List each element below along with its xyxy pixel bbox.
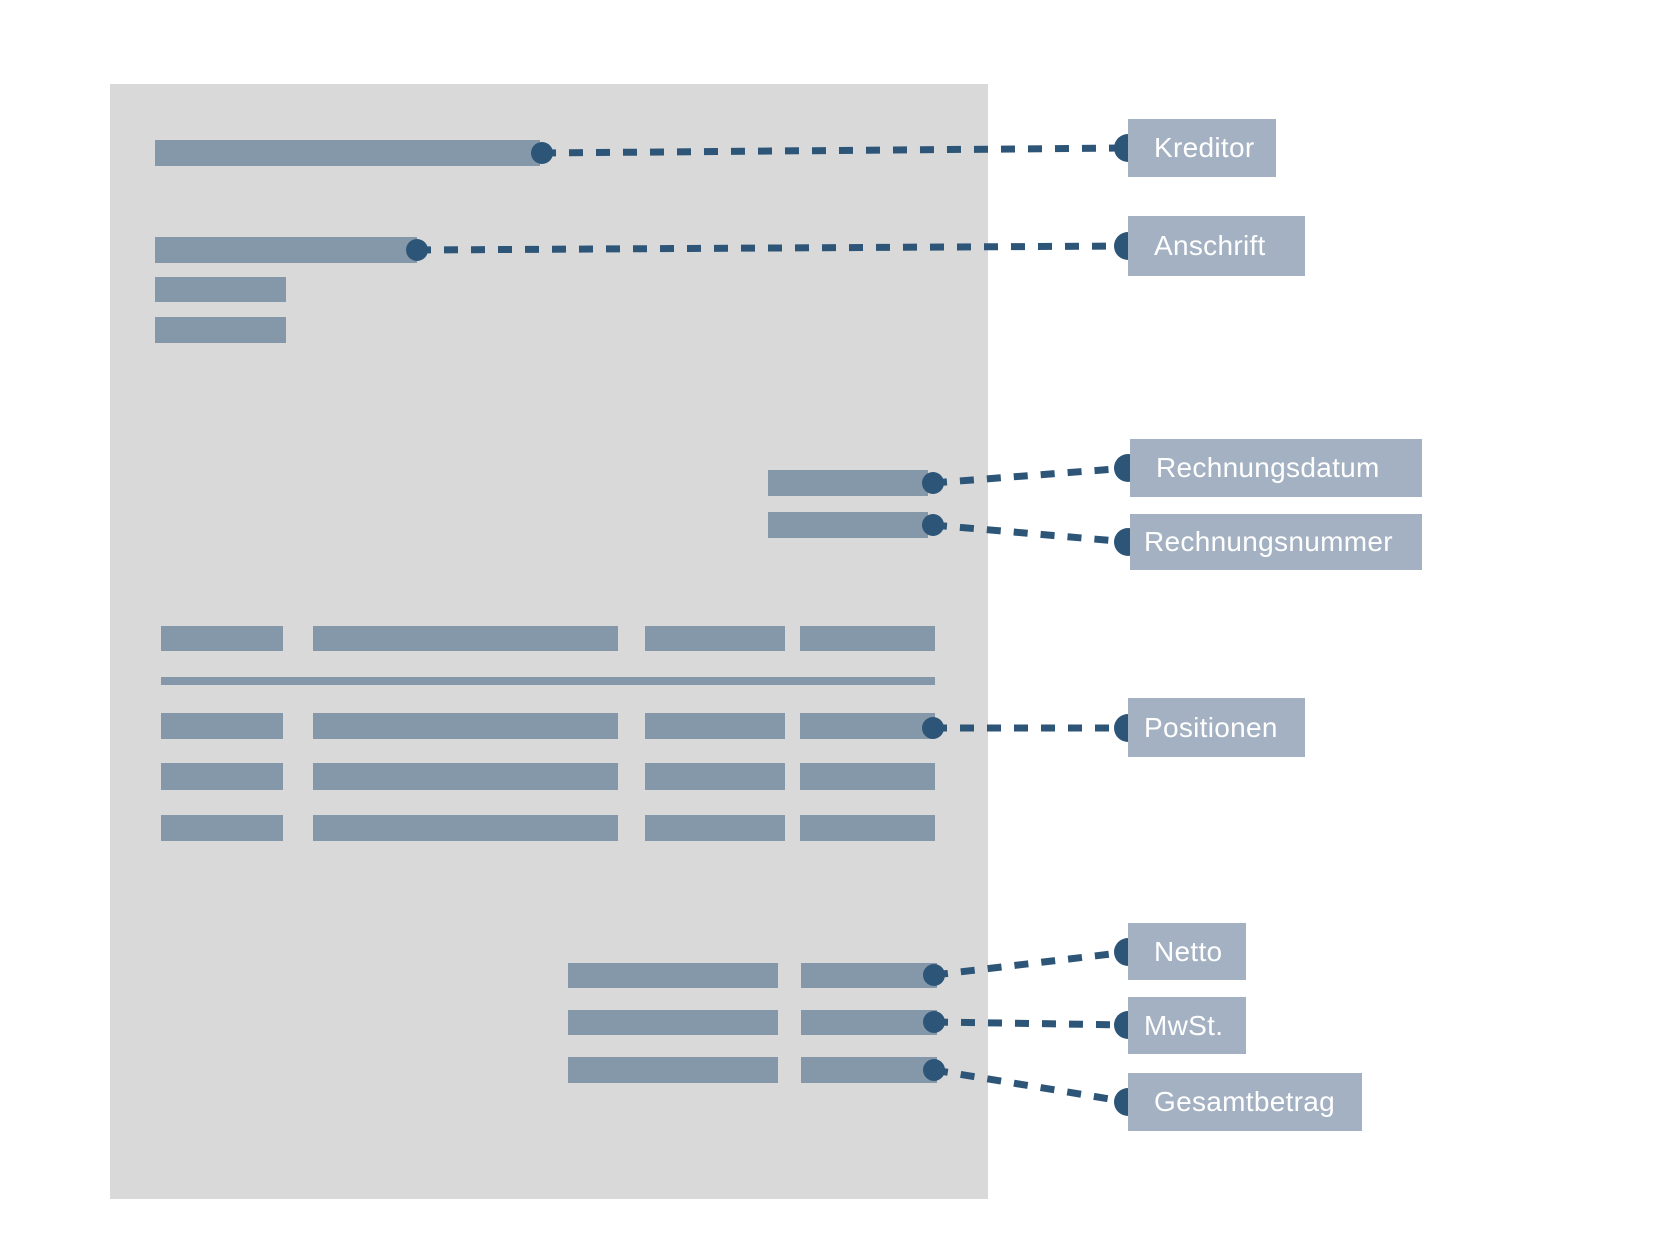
table-row-cell-bar (800, 815, 935, 841)
label-text: Rechnungsdatum (1156, 452, 1380, 483)
table-row-cell-bar (313, 763, 618, 790)
label-text: Anschrift (1154, 230, 1266, 261)
total-label-bar (568, 1010, 778, 1035)
table-row-cell-bar (161, 815, 283, 841)
address-line-bar (155, 277, 286, 302)
grand-total-bar (801, 1057, 937, 1083)
label-text: Gesamtbetrag (1154, 1086, 1336, 1117)
invoice-date-bar (768, 470, 928, 496)
label-text: Rechnungsnummer (1144, 526, 1393, 557)
label-text: Netto (1154, 935, 1223, 967)
label-rechnungsdatum: Rechnungsdatum (1130, 439, 1422, 497)
label-text: Positionen (1144, 711, 1278, 743)
label-rechnungsnummer: Rechnungsnummer (1130, 514, 1422, 570)
vat-amount-bar (801, 1010, 937, 1035)
table-header-cell-bar (645, 626, 785, 651)
table-row-cell-bar (800, 763, 935, 790)
label-gesamtbetrag: Gesamtbetrag (1128, 1073, 1362, 1131)
table-header-cell-bar (161, 626, 283, 651)
table-row-cell-bar (645, 815, 785, 841)
label-kreditor: Kreditor (1128, 119, 1276, 177)
label-anschrift: Anschrift (1128, 216, 1305, 276)
table-row-cell-bar (645, 763, 785, 790)
table-row-cell-bar (645, 713, 785, 739)
label-text: MwSt. (1144, 1009, 1224, 1041)
label-mwst: MwSt. (1128, 997, 1246, 1054)
table-header-cell-bar (313, 626, 618, 651)
table-row-cell-bar (161, 713, 283, 739)
label-text: Kreditor (1154, 132, 1255, 163)
invoice-number-bar (768, 512, 928, 538)
address-line-bar (155, 317, 286, 343)
vendor-name-bar (155, 140, 540, 166)
table-header-cell-bar (800, 626, 935, 651)
table-row-cell-bar (313, 713, 618, 739)
address-line-bar (155, 237, 417, 263)
table-row-cell-bar (800, 713, 935, 739)
total-label-bar (568, 963, 778, 988)
table-divider-rule (161, 677, 935, 685)
table-row-cell-bar (161, 763, 283, 790)
label-positionen: Positionen (1128, 698, 1305, 757)
label-netto: Netto (1128, 923, 1246, 980)
net-amount-bar (801, 963, 937, 988)
invoice-document-panel (110, 84, 988, 1199)
total-label-bar (568, 1057, 778, 1083)
table-row-cell-bar (313, 815, 618, 841)
